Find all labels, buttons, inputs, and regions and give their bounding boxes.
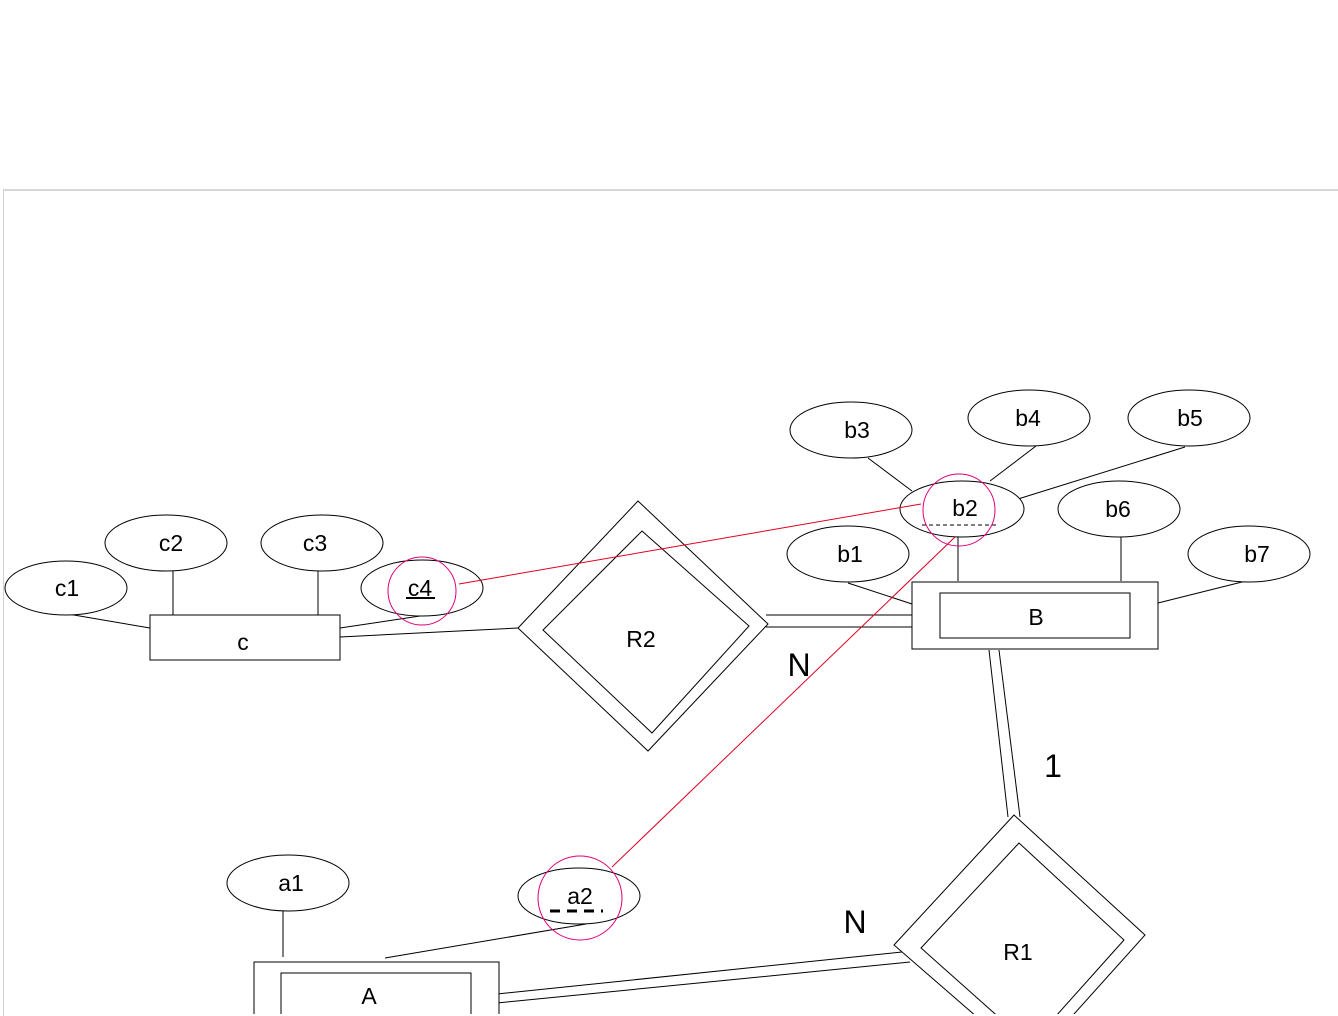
connector-b5 (1017, 446, 1186, 500)
entity-a-label: A (361, 983, 377, 1009)
attribute-b3-label: b3 (844, 417, 870, 443)
annotation-link-c4-b2 (458, 503, 922, 585)
attribute-b2-label: b2 (952, 495, 978, 521)
relationship-r2-label: R2 (626, 626, 655, 652)
attribute-b7[interactable] (1187, 525, 1311, 583)
connector-a2 (384, 923, 587, 959)
relationship-r2-inner (542, 530, 750, 734)
connector-a-r1-1 (496, 951, 903, 995)
entity-b-inner (939, 592, 1131, 639)
attribute-c4[interactable] (360, 559, 484, 617)
attribute-a1[interactable] (226, 854, 350, 912)
cardinality-r1-b: 1 (1044, 748, 1062, 784)
attribute-b6[interactable] (1057, 480, 1181, 538)
entity-c-label: c (237, 629, 249, 655)
attribute-b1[interactable] (786, 525, 910, 583)
attribute-b1-label: b1 (837, 541, 863, 567)
cardinality-r2-b: N (787, 647, 810, 683)
attribute-c1[interactable] (4, 560, 128, 616)
connector-c4 (339, 615, 421, 629)
entity-b-label: B (1028, 604, 1043, 630)
attribute-c4-label: c4 (408, 575, 433, 601)
connector-b-r1-2 (998, 649, 1021, 818)
attribute-c3[interactable] (260, 514, 384, 572)
annotation-circle-b2 (922, 473, 996, 547)
attribute-b7-label: b7 (1244, 541, 1270, 567)
entity-c[interactable] (149, 614, 341, 661)
connector-c1 (67, 613, 151, 629)
connector-c-r2 (339, 627, 519, 638)
attribute-b4[interactable] (967, 389, 1091, 447)
entity-a-inner (280, 972, 472, 1014)
attribute-c2[interactable] (104, 514, 228, 572)
attribute-c2-label: c2 (159, 530, 183, 556)
attribute-b6-label: b6 (1105, 496, 1131, 522)
connector-b-r1-1 (988, 649, 1009, 818)
annotation-circle-c4 (387, 556, 457, 626)
attribute-b5-label: b5 (1177, 405, 1203, 431)
annotation-link-a2-b2 (611, 536, 956, 868)
connector-b4 (989, 445, 1037, 482)
attribute-a2[interactable] (517, 867, 641, 925)
relationship-r1-inner (920, 842, 1125, 1014)
relationship-r1-label: R1 (1003, 939, 1032, 965)
connector-b1 (847, 582, 913, 605)
attribute-c3-label: c3 (303, 530, 327, 556)
cardinality-r1-a: N (843, 904, 866, 940)
connector-b3 (867, 457, 913, 492)
attribute-b5[interactable] (1127, 389, 1251, 447)
attribute-b3[interactable] (789, 401, 913, 459)
attribute-c1-label: c1 (55, 575, 79, 601)
annotation-circle-a2 (537, 855, 623, 941)
connector-b7 (1157, 579, 1251, 604)
connector-a-r1-2 (496, 961, 911, 1004)
attribute-a2-label: a2 (567, 883, 593, 909)
attribute-b4-label: b4 (1015, 405, 1041, 431)
attribute-a1-label: a1 (278, 870, 304, 896)
